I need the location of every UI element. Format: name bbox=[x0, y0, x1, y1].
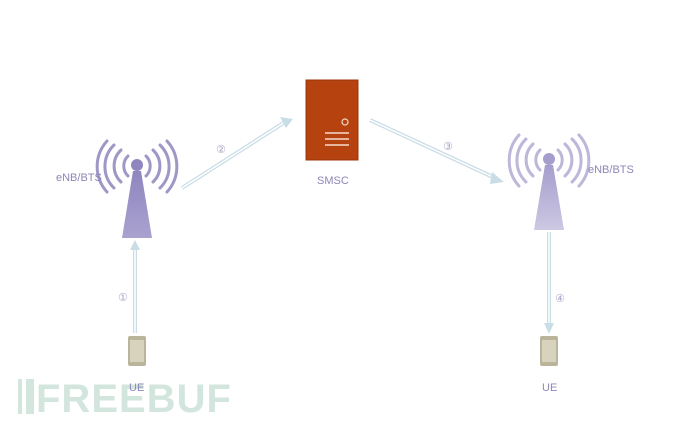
arrow-left-tower-to-smsc bbox=[180, 117, 293, 190]
step-3-label: ③ bbox=[443, 141, 453, 153]
right-tower-icon bbox=[507, 133, 591, 230]
freebuf-watermark: FREEBUF bbox=[18, 377, 232, 421]
left-tower-label: eNB/BTS bbox=[56, 172, 102, 184]
arrow-right-tower-to-ue bbox=[544, 232, 554, 334]
step-1-label: ① bbox=[118, 292, 128, 304]
step-2-label: ② bbox=[216, 144, 226, 156]
left-ue-label: UE bbox=[129, 382, 144, 394]
watermark-text: FREEBUF bbox=[36, 377, 232, 421]
right-tower-label: eNB/BTS bbox=[588, 164, 634, 176]
left-ue-phone-icon bbox=[128, 336, 146, 366]
smsc-server-icon bbox=[305, 79, 359, 161]
arrow-smsc-to-right-tower bbox=[369, 118, 504, 184]
step-4-label: ④ bbox=[555, 293, 565, 305]
right-ue-label: UE bbox=[542, 382, 557, 394]
right-ue-phone-icon bbox=[540, 336, 558, 366]
arrow-ue-to-left-tower bbox=[130, 240, 140, 333]
left-tower-icon bbox=[95, 139, 179, 238]
smsc-label: SMSC bbox=[317, 175, 349, 187]
